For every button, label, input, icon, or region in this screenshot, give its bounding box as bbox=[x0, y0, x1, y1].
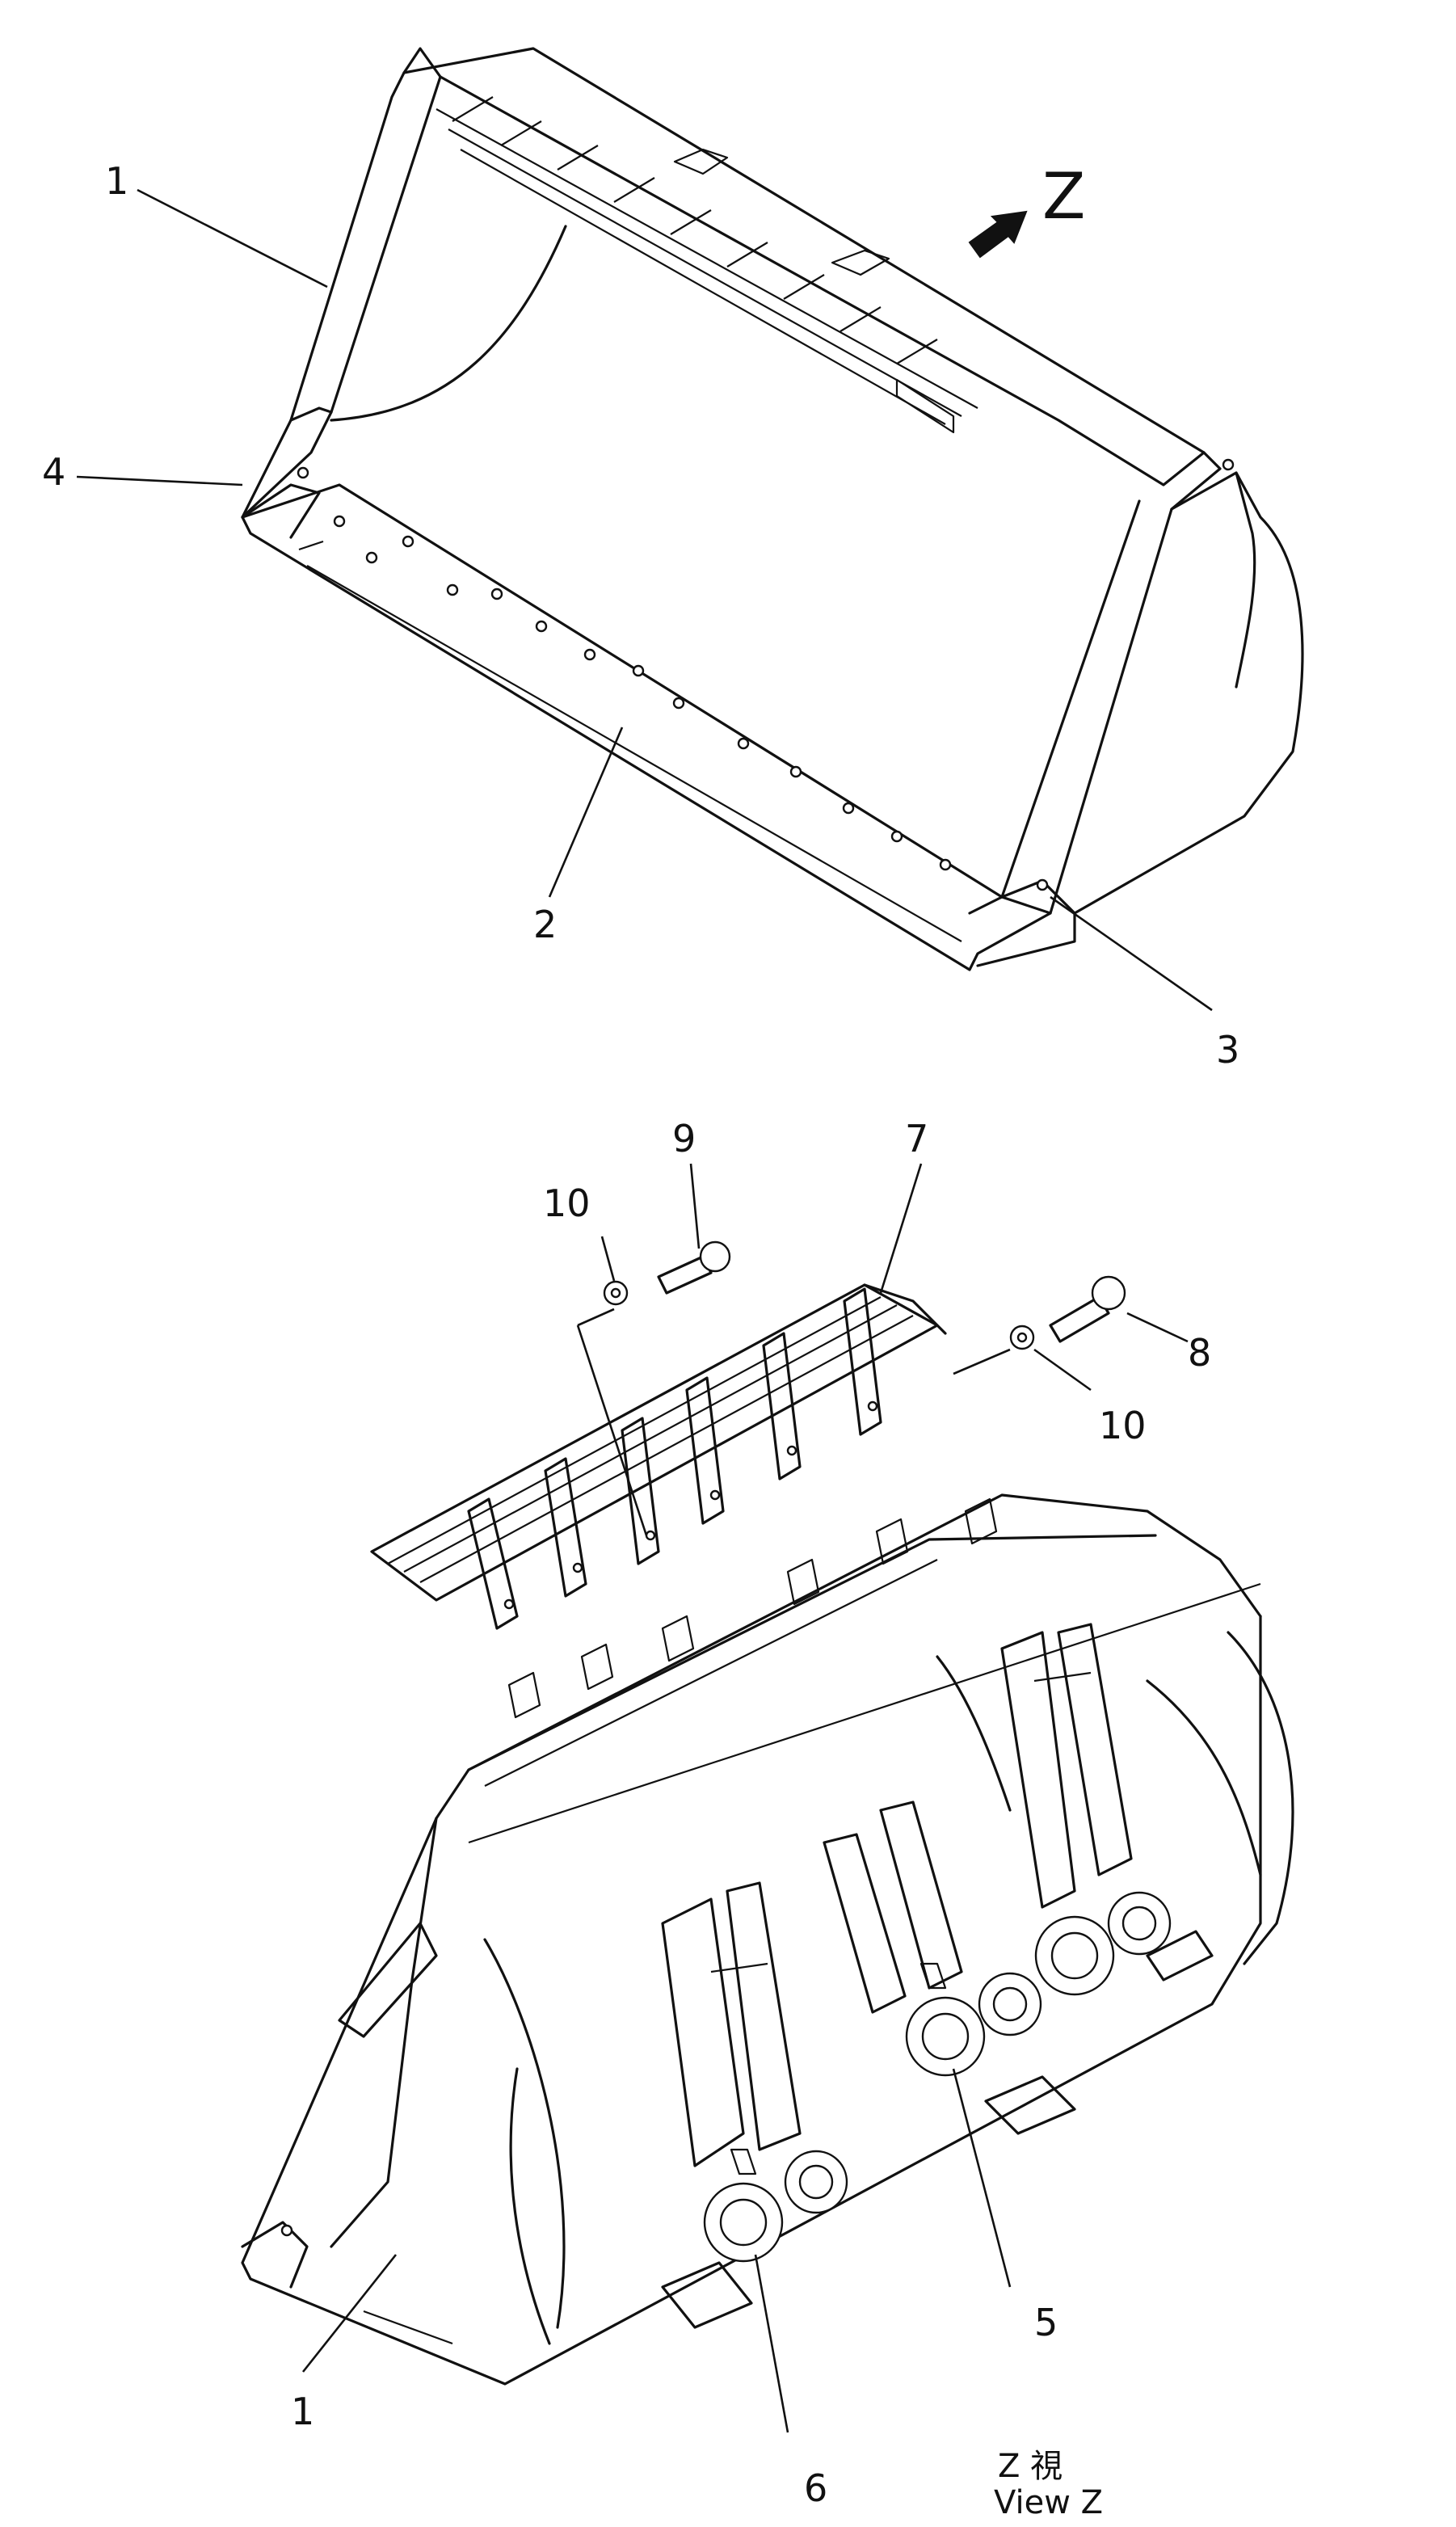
view-caption-line1: Z 視 bbox=[998, 2448, 1063, 2485]
bolt-8 bbox=[1049, 1275, 1126, 1343]
washer-10-left bbox=[603, 1280, 629, 1306]
callout-8: 8 bbox=[1188, 1331, 1211, 1375]
step-assembly bbox=[370, 1283, 947, 1630]
bucket-top-view bbox=[241, 47, 1304, 971]
washer-10-right bbox=[1009, 1325, 1035, 1350]
callout-5: 5 bbox=[1034, 2301, 1058, 2344]
callout-10-right: 10 bbox=[1099, 1404, 1147, 1447]
callout-2: 2 bbox=[533, 903, 557, 946]
callout-4: 4 bbox=[42, 450, 65, 494]
pin-boss-6 bbox=[703, 2148, 848, 2263]
callout-7: 7 bbox=[905, 1117, 928, 1160]
mounting-tabs bbox=[507, 1497, 998, 1719]
arrow-icon bbox=[968, 210, 1028, 259]
bolt-9 bbox=[657, 1240, 731, 1295]
cutting-edge-bolts bbox=[333, 515, 952, 871]
callout-z: Z bbox=[1042, 161, 1085, 234]
z-direction-arrow: Z bbox=[968, 161, 1085, 259]
callout-10-left: 10 bbox=[543, 1181, 591, 1225]
pin-boss-right bbox=[1034, 1891, 1172, 1996]
callout-1-bottom: 1 bbox=[291, 2390, 314, 2433]
callout-3: 3 bbox=[1216, 1028, 1239, 1072]
step-ladder-top bbox=[452, 96, 955, 434]
hinge-brackets bbox=[661, 1623, 1133, 2167]
callout-6: 6 bbox=[804, 2466, 827, 2510]
callout-1-top: 1 bbox=[105, 159, 128, 203]
pin-boss-5 bbox=[905, 1962, 1042, 2077]
view-caption-line2: View Z bbox=[994, 2484, 1103, 2521]
callout-9: 9 bbox=[672, 1117, 696, 1160]
bucket-rear-view bbox=[241, 1493, 1294, 2386]
step-brackets bbox=[467, 1287, 882, 1630]
